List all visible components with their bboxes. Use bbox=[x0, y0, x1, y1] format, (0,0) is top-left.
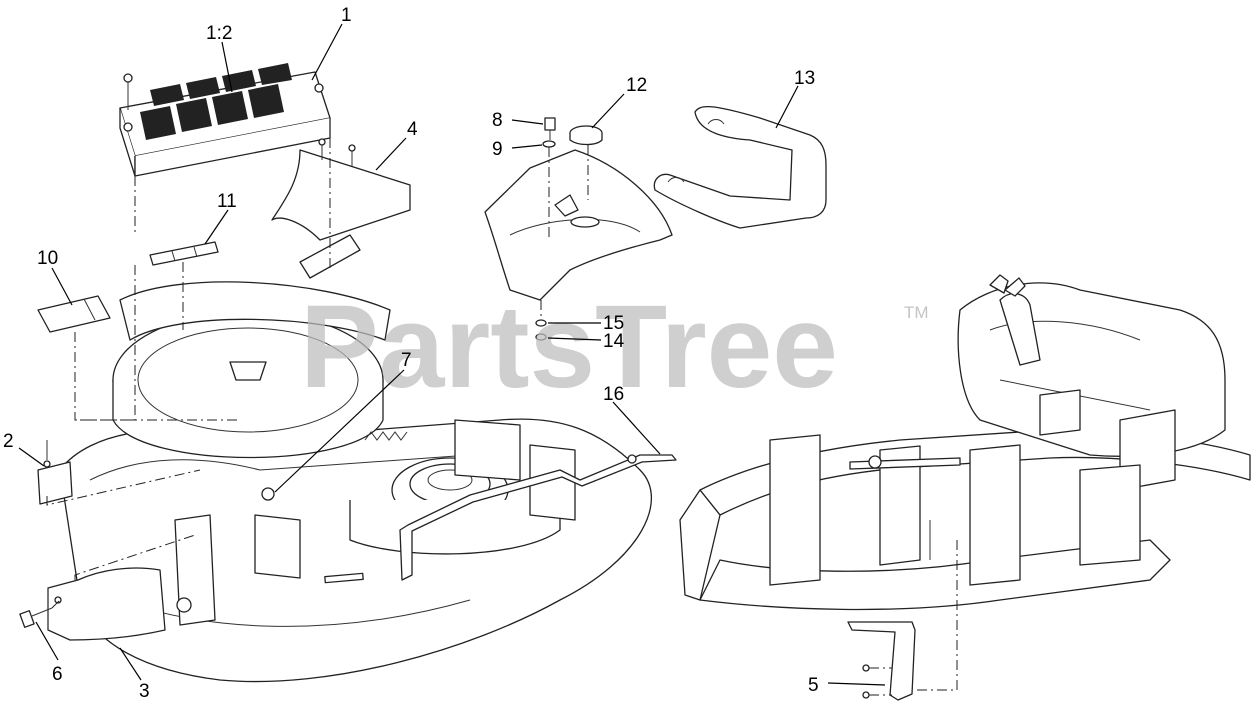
part-11-decal bbox=[149, 241, 219, 266]
assembly-lines-right bbox=[915, 540, 958, 691]
assembly-lines-left bbox=[46, 138, 331, 609]
callout-14: 14 bbox=[603, 331, 625, 352]
callout-5: 5 bbox=[808, 675, 819, 696]
callout-7: 7 bbox=[401, 350, 412, 371]
part-3-shield bbox=[47, 567, 166, 641]
callout-labels: 1 1:2 4 11 10 2 6 3 7 8 9 12 13 15 14 16… bbox=[3, 5, 819, 702]
callout-12: 12 bbox=[626, 75, 647, 96]
part-2-plate bbox=[37, 440, 73, 505]
watermark-text: PartsTree bbox=[300, 281, 838, 413]
watermark-trademark: TM bbox=[904, 303, 929, 322]
callout-10: 10 bbox=[37, 248, 58, 269]
callout-16: 16 bbox=[603, 384, 624, 405]
part-4-deflector bbox=[271, 138, 411, 279]
callout-2: 2 bbox=[3, 431, 14, 452]
part-13-bracket bbox=[653, 105, 827, 229]
part-14-nut bbox=[535, 333, 547, 341]
part-8-bolt bbox=[544, 117, 556, 140]
part-16-rod bbox=[399, 454, 677, 581]
chute-cover-assembly bbox=[484, 117, 673, 341]
callout-15: 15 bbox=[603, 313, 624, 334]
part-5-bracket bbox=[847, 621, 916, 701]
callout-8: 8 bbox=[492, 110, 503, 131]
part-15-washer bbox=[535, 319, 547, 327]
callout-leaders bbox=[18, 23, 886, 686]
frame-assembly bbox=[679, 274, 1251, 611]
callout-4: 4 bbox=[407, 119, 418, 140]
part-1-top-cover bbox=[119, 63, 331, 177]
part-7-pin bbox=[261, 487, 275, 501]
callout-1-2: 1:2 bbox=[206, 23, 232, 44]
callout-11: 11 bbox=[217, 191, 237, 212]
mower-deck-assembly bbox=[59, 281, 653, 683]
callout-6: 6 bbox=[52, 664, 63, 685]
part-12-plug bbox=[569, 125, 603, 146]
callout-1: 1 bbox=[341, 5, 352, 26]
part-6-bolt bbox=[19, 607, 53, 628]
part-10-decal bbox=[37, 295, 111, 333]
watermark: PartsTree TM bbox=[300, 281, 929, 413]
callout-13: 13 bbox=[794, 68, 815, 89]
part-9-washer bbox=[542, 140, 556, 148]
decal-1-2 bbox=[140, 63, 292, 140]
callout-3: 3 bbox=[139, 681, 150, 702]
callout-9: 9 bbox=[492, 139, 503, 160]
